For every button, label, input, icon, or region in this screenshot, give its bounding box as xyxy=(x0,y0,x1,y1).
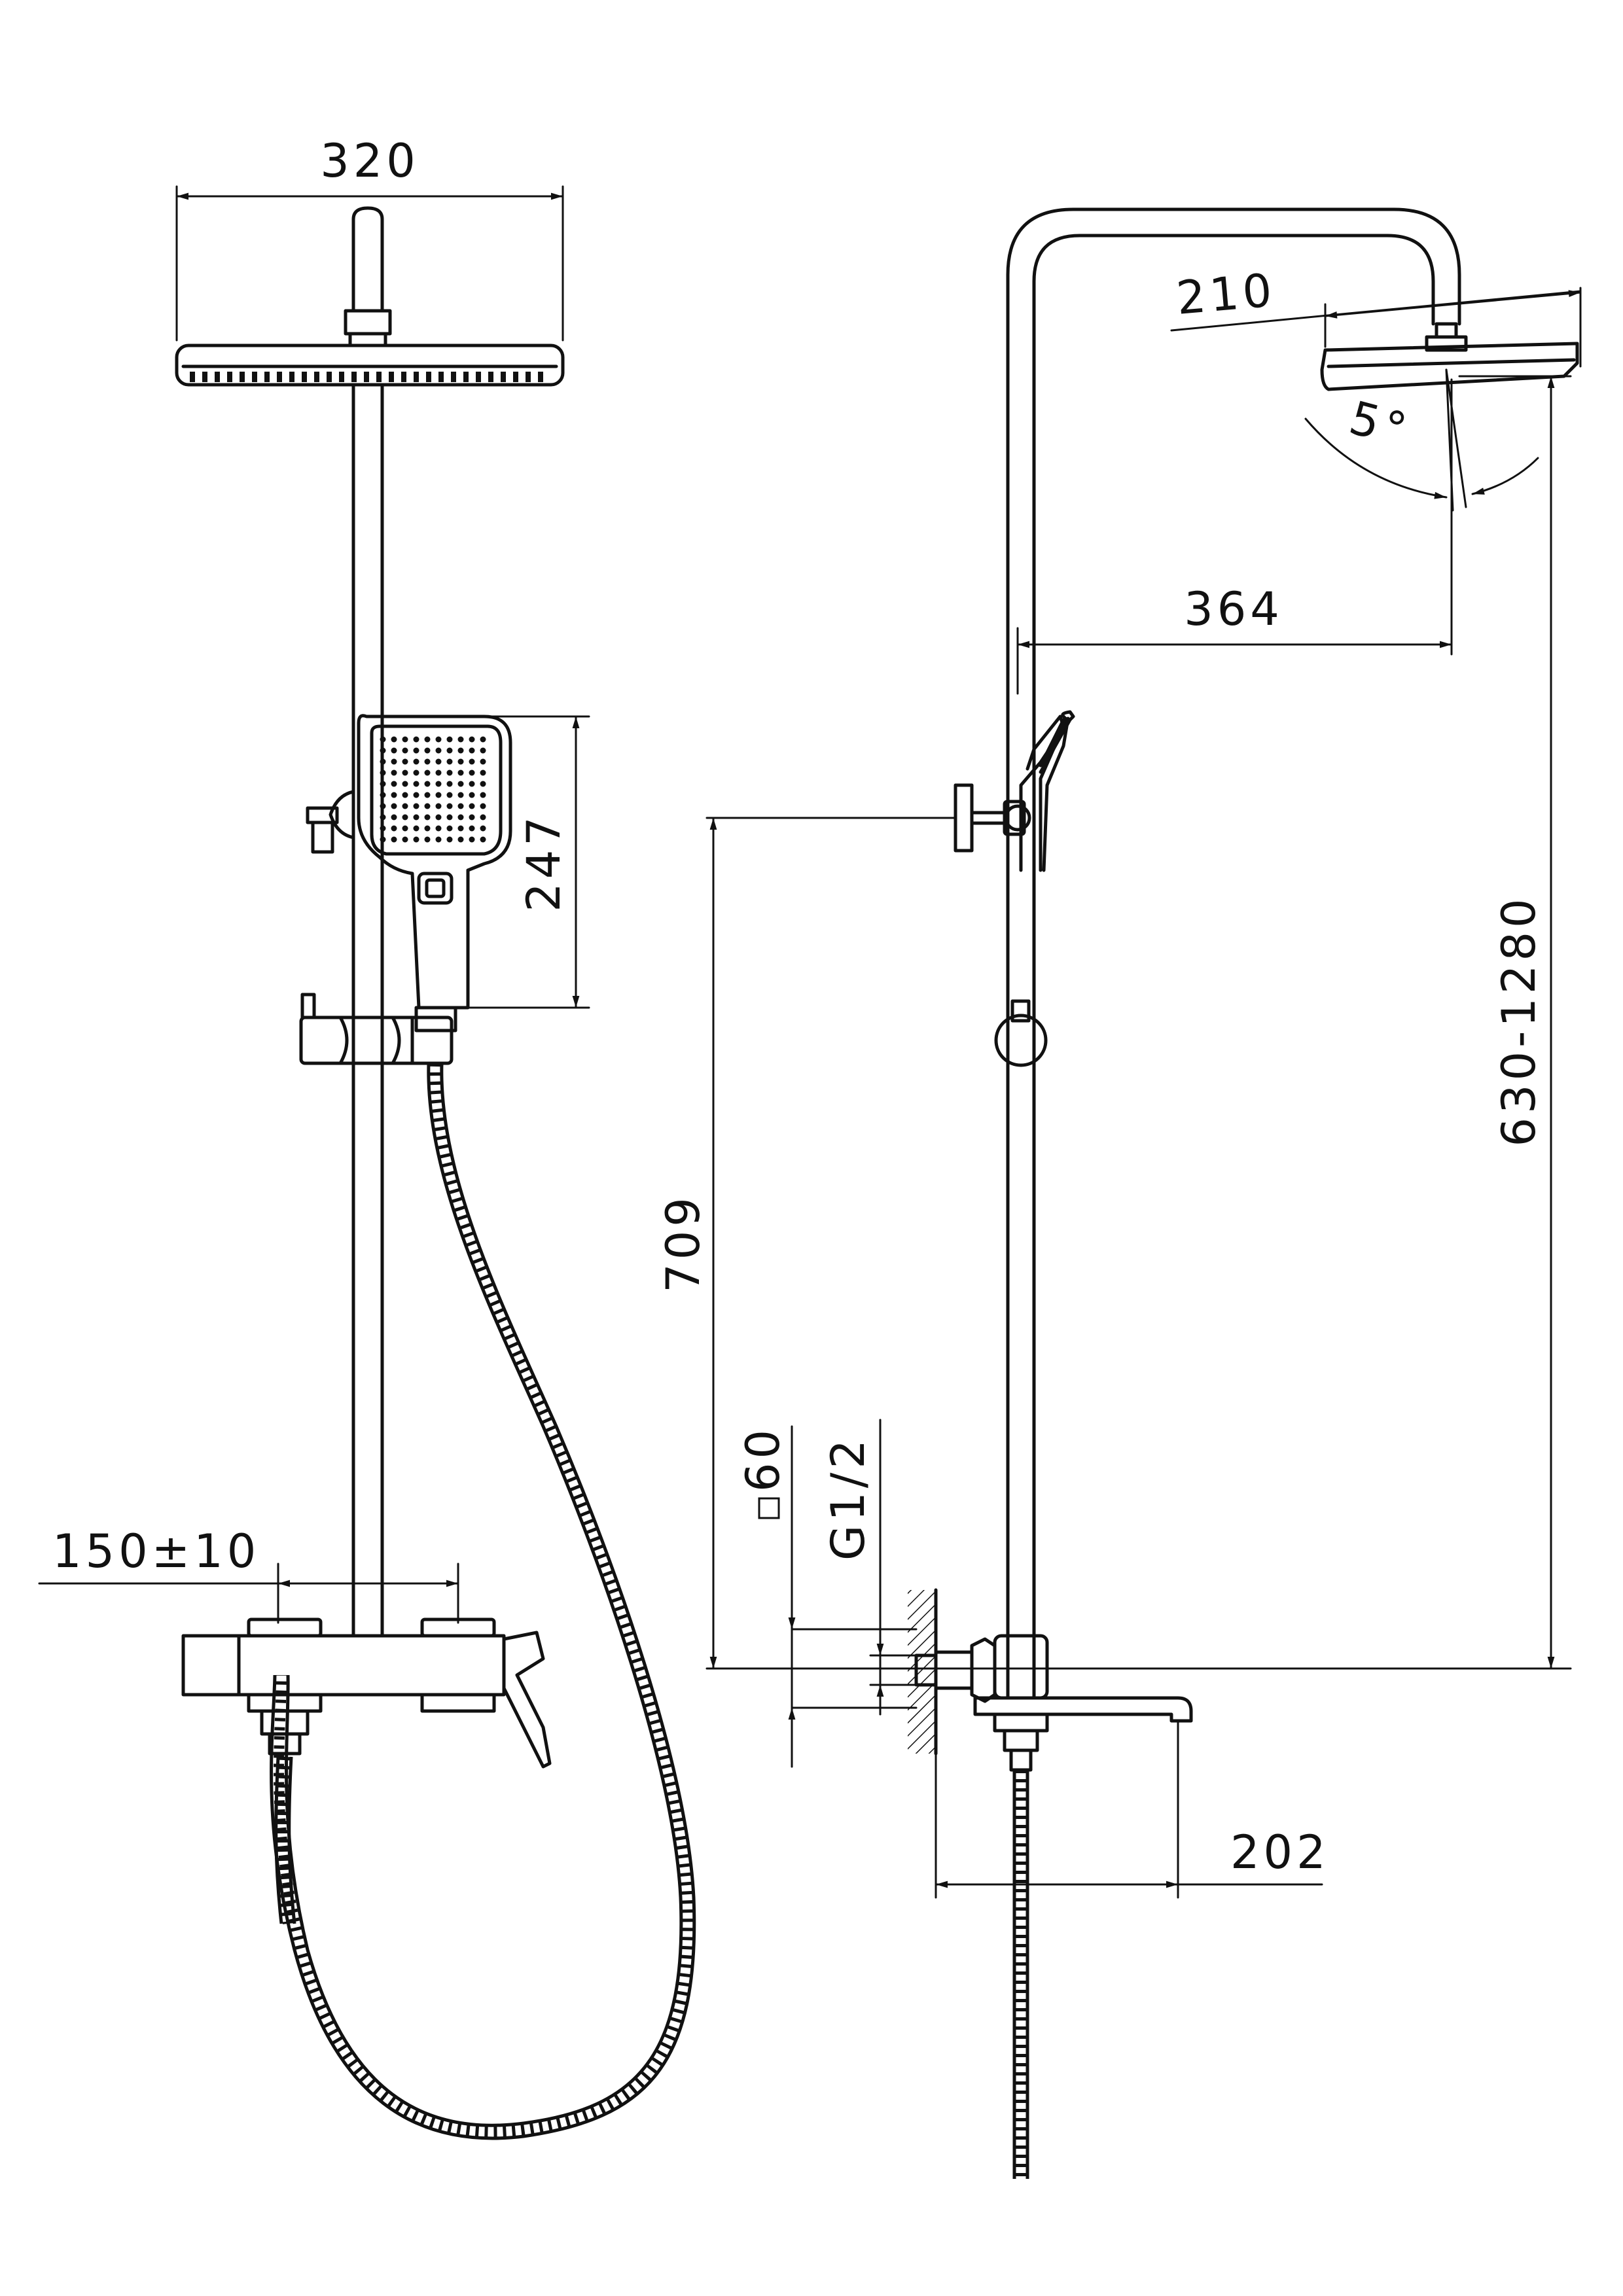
hand-shower-side xyxy=(1003,710,1075,872)
shower-arm-front xyxy=(351,206,384,313)
overhead-shower-side xyxy=(1320,322,1579,391)
head-nozzle-row xyxy=(190,372,543,382)
lower-hose-segment-front xyxy=(277,1756,293,1924)
dim-label-709: 709 xyxy=(656,1193,710,1293)
slide-clamp-side xyxy=(994,999,1048,1067)
head-nut-front xyxy=(348,332,387,347)
dim-label-364: 364 xyxy=(1184,582,1283,636)
dim-label-210: 210 xyxy=(1174,263,1277,325)
riser-pipe-front xyxy=(351,383,384,1638)
dim-outlet-square: 60 xyxy=(736,1425,918,1768)
dim-label-tilt: 5° xyxy=(1344,391,1416,458)
dim-label-320: 320 xyxy=(320,134,419,188)
mixer-body-front xyxy=(181,1617,552,1769)
dim-label-202: 202 xyxy=(1230,1826,1330,1879)
dim-label-150: 150±10 xyxy=(52,1525,260,1578)
dim-holder-height: 709 xyxy=(656,817,957,1670)
overhead-shower-front xyxy=(175,206,565,387)
dim-mixer-centers: 150±10 xyxy=(38,1525,459,1624)
dim-adjustable-height: 630-1280 xyxy=(1458,375,1572,1670)
dim-head-tilt: 5° xyxy=(1304,368,1539,512)
dim-arm-reach: 364 xyxy=(1016,378,1453,695)
arm-connector-front xyxy=(344,309,392,336)
dim-label-g12: G1/2 xyxy=(821,1436,875,1561)
wall-section-side xyxy=(908,1588,938,1756)
head-plate-front xyxy=(175,344,565,387)
dim-handshower-height: 247 xyxy=(457,715,590,1009)
front-view: 320 247 150±10 xyxy=(38,134,696,2140)
dim-inlet-thread: G1/2 xyxy=(821,1419,918,1716)
dim-head-width-side: 210 xyxy=(1170,263,1582,368)
side-view: 5° 210 364 xyxy=(656,207,1582,2179)
handshower-holder-front xyxy=(306,790,355,854)
shower-hose-front xyxy=(270,1063,696,2140)
dim-label-60: 60 xyxy=(736,1426,790,1492)
dim-spout-length: 202 xyxy=(935,1720,1330,1899)
mixer-lever-front xyxy=(502,1631,552,1769)
dim-label-247: 247 xyxy=(517,813,571,912)
dim-label-630-1280: 630-1280 xyxy=(1492,894,1546,1146)
square-symbol xyxy=(758,1497,780,1519)
handshower-button xyxy=(417,872,454,905)
hand-shower-front xyxy=(357,714,512,1010)
riser-and-arm-side xyxy=(1006,207,1461,1644)
handshower-spray-nozzles xyxy=(380,736,486,843)
dim-head-width-front: 320 xyxy=(175,134,564,342)
slide-clamp-front xyxy=(299,993,457,1065)
handshower-holder-side xyxy=(954,783,1010,853)
mixer-connection-side xyxy=(914,1634,1193,1772)
